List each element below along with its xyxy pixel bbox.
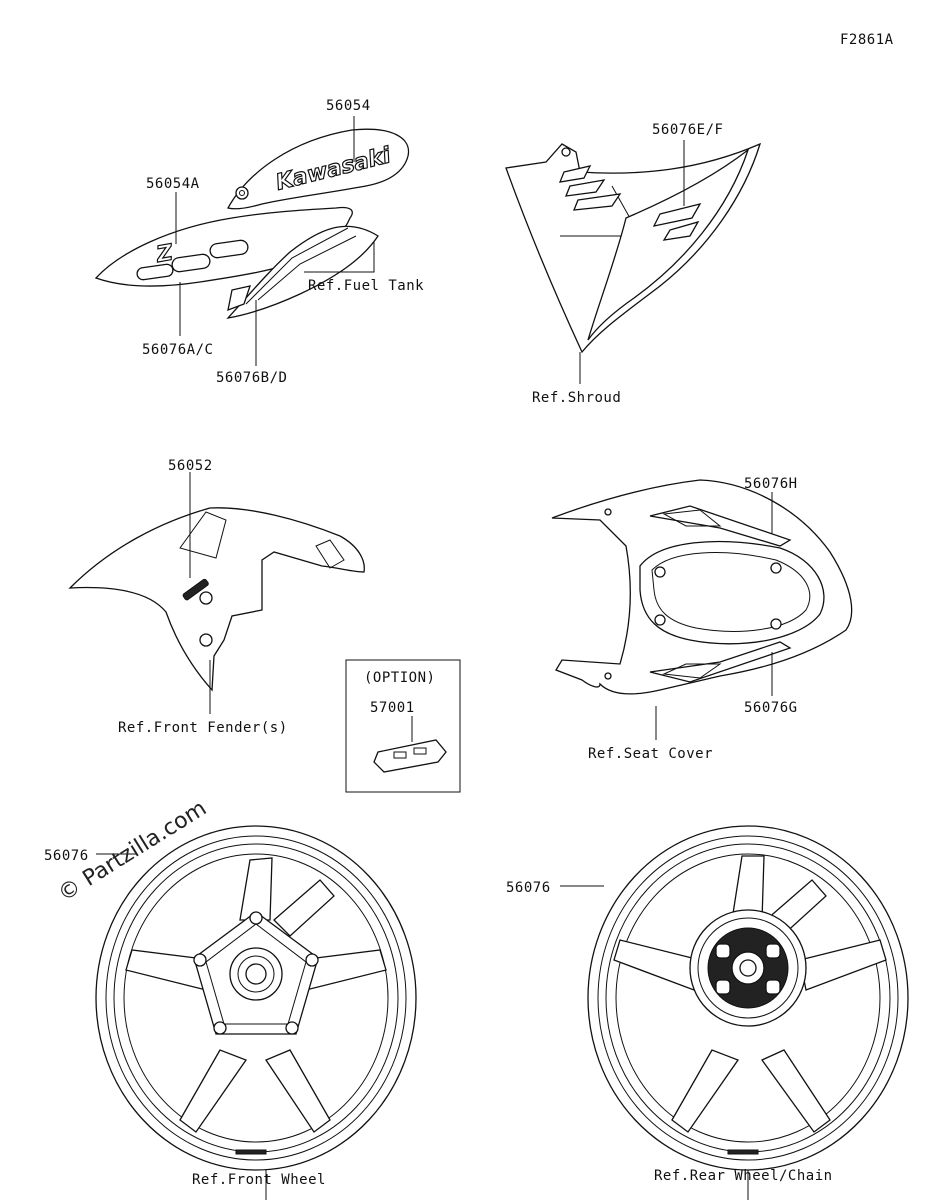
rear-rim-2 xyxy=(597,835,899,1161)
label-56054A: 56054A xyxy=(146,176,200,192)
rear-spoke-3 xyxy=(761,1049,831,1133)
shroud-slot-5 xyxy=(662,220,700,241)
rear-wheel: 56076 Ref.Rear Wheel/Chain xyxy=(506,825,909,1200)
seat-cover-decals: 56076H 56076G Ref.Seat Cover xyxy=(551,476,853,762)
front-fender[interactable] xyxy=(68,507,365,692)
tool-slot-left xyxy=(393,751,407,759)
label-ref-shroud: Ref.Shroud xyxy=(532,390,621,406)
label-56076G: 56076G xyxy=(744,700,798,716)
seat-bolt-5-icon xyxy=(604,508,612,516)
shroud-slot-2 xyxy=(564,179,606,197)
option-box: (OPTION) 57001 xyxy=(345,659,461,793)
seat-stripe-upper-inner xyxy=(662,509,722,527)
label-ref-front-wheel: Ref.Front Wheel xyxy=(192,1172,326,1188)
seat-bolt-6-icon xyxy=(604,672,612,680)
rear-hub-window-3 xyxy=(715,979,731,995)
front-spoke-4 xyxy=(179,1049,248,1133)
shroud-slot-3 xyxy=(572,193,622,211)
front-rim-inner xyxy=(123,853,389,1143)
label-56076-front: 56076 xyxy=(44,848,89,864)
tank-oval-2[interactable] xyxy=(171,253,211,273)
rear-hub-window-1 xyxy=(715,943,731,959)
label-ref-fuel-tank: Ref.Fuel Tank xyxy=(308,278,424,294)
front-bolt-4-icon xyxy=(213,1021,227,1035)
option-frame xyxy=(345,659,461,793)
shroud-bolt-icon xyxy=(561,147,571,157)
seat-opening-inner xyxy=(651,552,811,632)
label-56076B-D: 56076B/D xyxy=(216,370,287,386)
front-bolt-2-icon xyxy=(305,953,319,967)
front-wheel: 56076 Ref.Front Wheel xyxy=(44,825,417,1200)
tool-slot-right xyxy=(413,747,427,755)
tank-small-decal[interactable] xyxy=(227,285,251,312)
rear-hub-window-4 xyxy=(765,979,781,995)
fender-bolt-lower-icon xyxy=(199,633,213,647)
rear-hub-window-2 xyxy=(765,943,781,959)
front-hub-mid xyxy=(237,955,275,993)
fuel-tank-decals: Kawasaki Z 56054 56054A 56076A/C 56076B/… xyxy=(94,98,424,386)
rear-hub-ring xyxy=(697,917,799,1019)
z-logo: Z xyxy=(154,240,176,268)
tank-bolt-inner-icon xyxy=(239,190,245,196)
tank-bolt-icon xyxy=(235,186,249,200)
shroud-slot-1 xyxy=(558,165,592,183)
label-56054: 56054 xyxy=(326,98,371,114)
fender-bolt-upper-icon xyxy=(199,591,213,605)
seat-bolt-4-icon xyxy=(770,618,782,630)
front-bolt-3-icon xyxy=(285,1021,299,1035)
front-hub-axle-icon xyxy=(245,963,267,985)
fender-decal[interactable] xyxy=(182,578,209,601)
tank-upper-decal[interactable] xyxy=(227,128,410,210)
seat-opening-outer xyxy=(639,540,825,645)
label-ref-rear-wheel: Ref.Rear Wheel/Chain xyxy=(654,1168,833,1184)
figure-code: F2861A xyxy=(840,32,894,48)
shroud-stripe[interactable] xyxy=(587,148,750,341)
rear-decal-mark[interactable] xyxy=(727,1149,759,1155)
tank-stripe-inner-2 xyxy=(257,235,357,301)
label-56076H: 56076H xyxy=(744,476,798,492)
shroud-decals: 56076E/F Ref.Shroud xyxy=(505,122,762,406)
front-spoke-6 xyxy=(273,879,335,937)
front-disc-inner xyxy=(205,923,307,1025)
rear-hub-axle-icon xyxy=(739,959,757,977)
label-option: (OPTION) xyxy=(364,670,435,686)
seat-bolt-2-icon xyxy=(770,562,782,574)
label-56076A-C: 56076A/C xyxy=(142,342,213,358)
seat-stripe-lower-inner xyxy=(662,663,722,679)
fender-bracket xyxy=(315,539,345,569)
tank-side-stripe[interactable] xyxy=(226,225,379,319)
front-bolt-1-icon xyxy=(249,911,263,925)
label-ref-front-fender: Ref.Front Fender(s) xyxy=(118,720,288,736)
label-ref-seat-cover: Ref.Seat Cover xyxy=(588,746,713,762)
label-56052: 56052 xyxy=(168,458,213,474)
tank-oval-3[interactable] xyxy=(209,239,249,259)
seat-bolt-3-icon xyxy=(654,614,666,626)
front-bolt-5-icon xyxy=(193,953,207,967)
front-decal-mark[interactable] xyxy=(235,1149,267,1155)
tool-57001[interactable] xyxy=(373,739,447,773)
seat-bolt-1-icon xyxy=(654,566,666,578)
fender-cutout xyxy=(179,511,227,559)
label-57001: 57001 xyxy=(370,700,415,716)
shroud-slot-4 xyxy=(652,202,702,227)
front-rim-2 xyxy=(105,835,407,1161)
tank-stripe-inner xyxy=(245,227,349,305)
label-56076-rear: 56076 xyxy=(506,880,551,896)
rear-spoke-4 xyxy=(671,1049,740,1133)
label-56076E-F: 56076E/F xyxy=(652,122,723,138)
front-fender-decals: 56052 Ref.Front Fender(s) xyxy=(68,458,365,736)
front-spoke-3 xyxy=(265,1049,331,1133)
rear-rim-inner xyxy=(615,853,881,1143)
tank-oval-1[interactable] xyxy=(136,263,174,281)
